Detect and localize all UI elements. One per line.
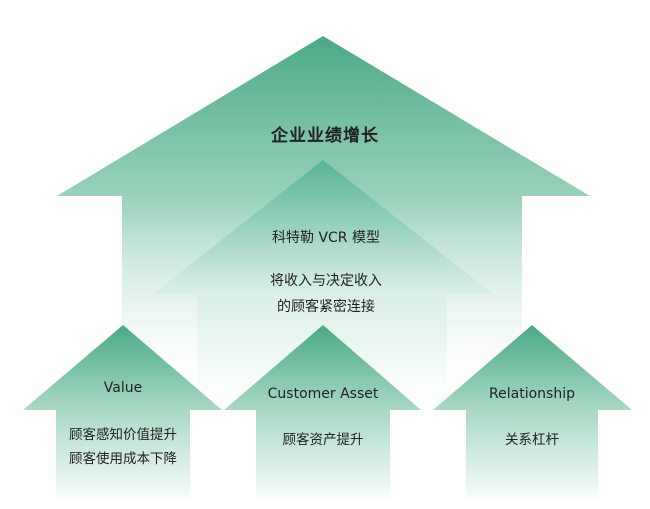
middle-vcr-arrow: [153, 160, 493, 400]
value-arrow-title: Value: [103, 380, 143, 396]
relationship-arrow-title: Relationship: [489, 386, 575, 402]
customer-asset-arrow-line1: 顾客资产提升: [282, 432, 364, 448]
value-arrow-line2: 顾客使用成本下降: [69, 451, 177, 467]
value-arrow-line1: 顾客感知价值提升: [69, 427, 177, 443]
value-arrow: [23, 325, 222, 505]
middle-arrow-line2: 的顾客紧密连接: [277, 299, 375, 315]
customer-asset-arrow-title: Customer Asset: [267, 386, 379, 402]
middle-arrow-line1: 将收入与决定收入: [270, 273, 382, 289]
relationship-arrow: [433, 325, 632, 505]
relationship-arrow-line1: 关系杠杆: [505, 432, 559, 448]
customer-asset-arrow: [224, 325, 421, 505]
main-arrow-title: 企业业绩增长: [271, 126, 379, 146]
middle-arrow-title: 科特勒 VCR 模型: [272, 230, 380, 246]
